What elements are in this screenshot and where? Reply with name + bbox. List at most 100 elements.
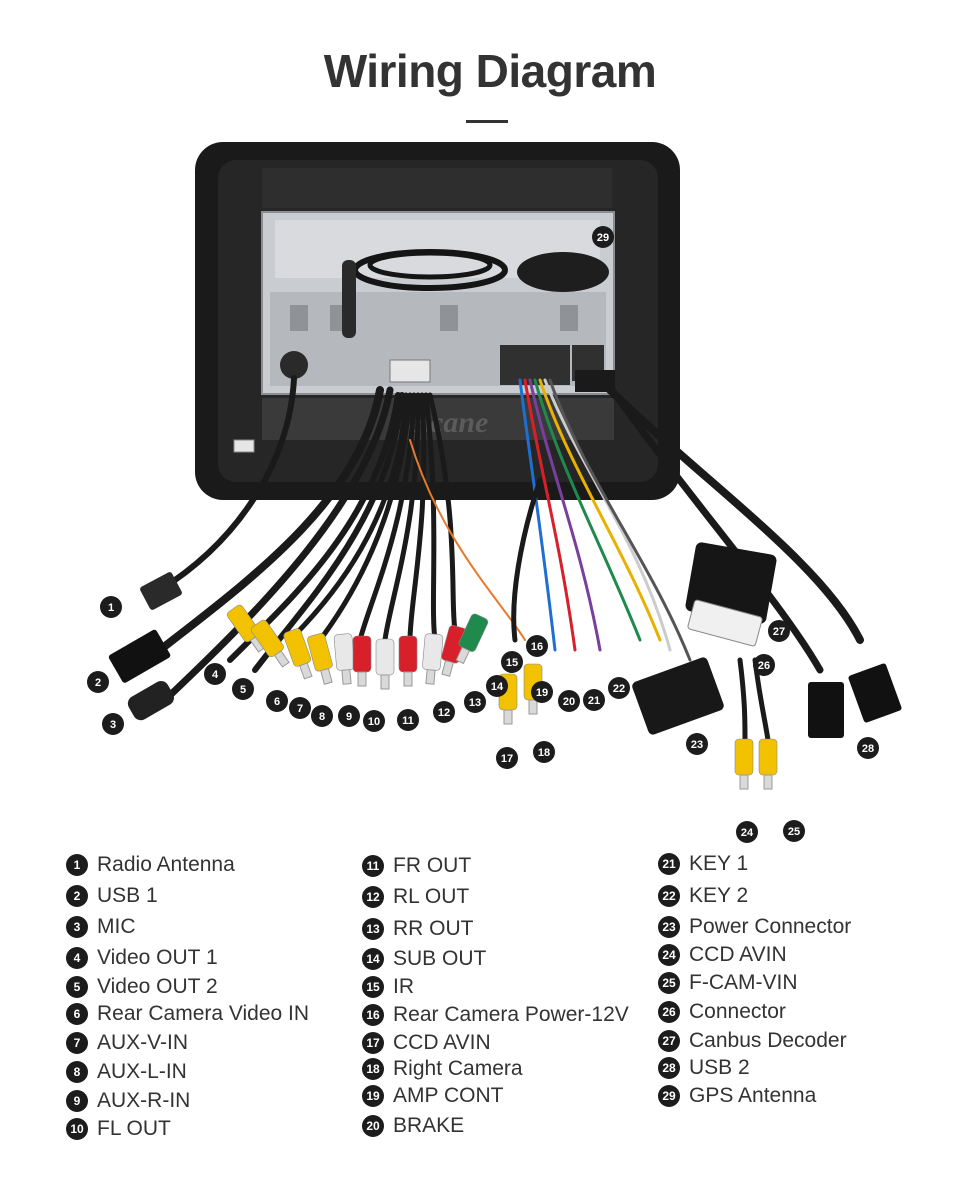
- callout-10: 10: [363, 710, 385, 732]
- legend-number-badge: 6: [66, 1003, 88, 1025]
- legend-item-22: 22 KEY 2: [658, 884, 748, 908]
- svg-text:25: 25: [788, 826, 800, 838]
- legend-number-badge: 26: [658, 1001, 680, 1023]
- callout-20: 20: [558, 690, 580, 712]
- svg-text:8: 8: [319, 711, 325, 723]
- callout-12: 12: [433, 701, 455, 723]
- legend-number-badge: 1: [66, 854, 88, 876]
- usb-2-plug-a: [808, 682, 844, 738]
- legend-number-badge: 27: [658, 1030, 680, 1052]
- legend-number-badge: 9: [66, 1090, 88, 1112]
- legend-number-badge: 8: [66, 1061, 88, 1083]
- rca-jack: [455, 613, 489, 665]
- legend-item-6: 6 Rear Camera Video IN: [66, 1002, 309, 1026]
- svg-text:1: 1: [108, 602, 114, 614]
- callout-7: 7: [289, 697, 311, 719]
- svg-text:28: 28: [862, 743, 874, 755]
- legend-number-badge: 14: [362, 948, 384, 970]
- legend-item-5: 5 Video OUT 2: [66, 975, 218, 999]
- callout-19: 19: [531, 681, 553, 703]
- legend-number-badge: 28: [658, 1057, 680, 1079]
- legend-label: Video OUT 2: [97, 975, 218, 998]
- head-unit: Seicane: [195, 142, 680, 500]
- svg-text:27: 27: [773, 626, 785, 638]
- legend-number-badge: 11: [362, 855, 384, 877]
- usb-2-plug-b: [848, 663, 902, 723]
- radio-antenna-plug: [140, 572, 182, 610]
- gps-connector: [575, 370, 615, 392]
- legend-label: F-CAM-VIN: [689, 971, 798, 994]
- callout-27: 27: [768, 620, 790, 642]
- svg-text:14: 14: [491, 681, 504, 693]
- wiring-diagram-illustration: Seicane: [87, 142, 902, 843]
- svg-text:7: 7: [297, 703, 303, 715]
- legend-label: Right Camera: [393, 1057, 523, 1080]
- svg-text:16: 16: [531, 641, 543, 653]
- legend-label: KEY 2: [689, 884, 749, 907]
- callout-5: 5: [232, 678, 254, 700]
- usb-1-plug: [108, 629, 171, 683]
- svg-text:29: 29: [597, 232, 609, 244]
- callout-18: 18: [533, 741, 555, 763]
- gps-antenna-puck: [517, 252, 609, 292]
- legend-number-badge: 22: [658, 885, 680, 907]
- legend-label: KEY 1: [689, 852, 749, 875]
- legend-number-badge: 5: [66, 976, 88, 998]
- legend-item-27: 27 Canbus Decoder: [658, 1029, 847, 1053]
- legend-number-badge: 12: [362, 886, 384, 908]
- legend-number-badge: 3: [66, 916, 88, 938]
- page-title: Wiring Diagram: [323, 45, 657, 97]
- svg-text:5: 5: [240, 684, 246, 696]
- callout-21: 21: [583, 689, 605, 711]
- power-connector-box: [632, 657, 724, 735]
- legend-label: BRAKE: [393, 1114, 465, 1137]
- legend-label: Rear Camera Video IN: [97, 1002, 310, 1025]
- svg-text:2: 2: [95, 677, 101, 689]
- legend-label: CCD AVIN: [393, 1031, 491, 1054]
- legend-item-9: 9 AUX-R-IN: [66, 1089, 190, 1113]
- svg-text:23: 23: [691, 739, 703, 751]
- legend-item-20: 20 BRAKE: [362, 1114, 464, 1138]
- legend-number-badge: 29: [658, 1085, 680, 1107]
- callout-1: 1: [100, 596, 122, 618]
- legend-label: Canbus Decoder: [689, 1029, 847, 1052]
- legend-number-badge: 16: [362, 1004, 384, 1026]
- rca-jack: [734, 738, 754, 790]
- legend-item-4: 4 Video OUT 1: [66, 946, 218, 970]
- rca-jack: [422, 633, 444, 685]
- legend-label: AUX-V-IN: [97, 1031, 189, 1054]
- rca-jack: [375, 638, 395, 690]
- svg-text:18: 18: [538, 747, 550, 759]
- callout-24: 24: [736, 821, 758, 843]
- svg-text:22: 22: [613, 683, 625, 695]
- legend-label: Video OUT 1: [97, 946, 218, 969]
- legend-number-badge: 24: [658, 944, 680, 966]
- svg-text:20: 20: [563, 696, 575, 708]
- legend-number-badge: 20: [362, 1115, 384, 1137]
- legend-number-badge: 4: [66, 947, 88, 969]
- legend-number-badge: 10: [66, 1118, 88, 1140]
- callout-22: 22: [608, 677, 630, 699]
- svg-text:21: 21: [588, 695, 600, 707]
- legend-label: FL OUT: [97, 1117, 171, 1140]
- mic-plug: [127, 681, 174, 721]
- svg-text:19: 19: [536, 687, 548, 699]
- rca-jack: [398, 635, 418, 687]
- svg-text:9: 9: [346, 711, 352, 723]
- legend-label: AUX-R-IN: [97, 1089, 191, 1112]
- rca-jack: [758, 738, 778, 790]
